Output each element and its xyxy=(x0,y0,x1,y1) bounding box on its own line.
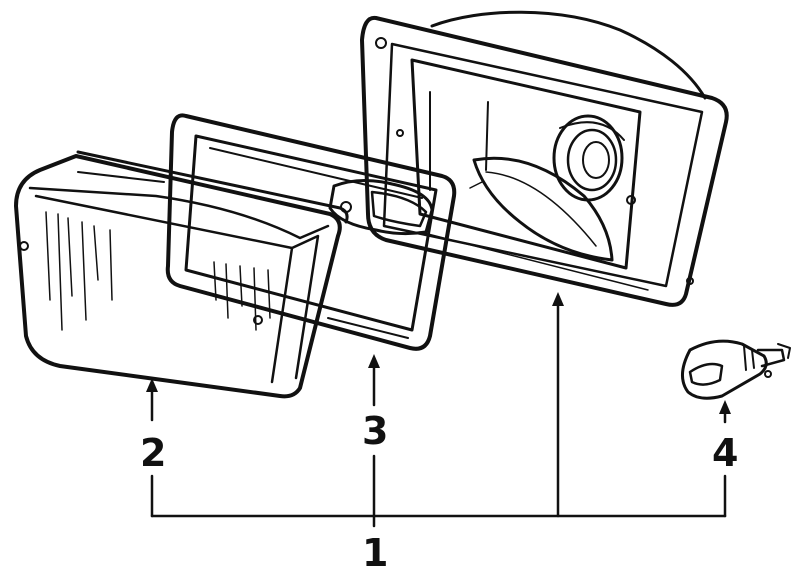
callout-4: 4 xyxy=(712,431,738,475)
lamp-housing xyxy=(360,10,729,307)
lamp-lens xyxy=(14,150,349,399)
callout-2: 2 xyxy=(140,431,166,475)
bulb xyxy=(681,339,791,400)
leader-lines xyxy=(146,292,731,528)
callout-1: 1 xyxy=(362,531,388,575)
callout-3: 3 xyxy=(362,409,388,453)
